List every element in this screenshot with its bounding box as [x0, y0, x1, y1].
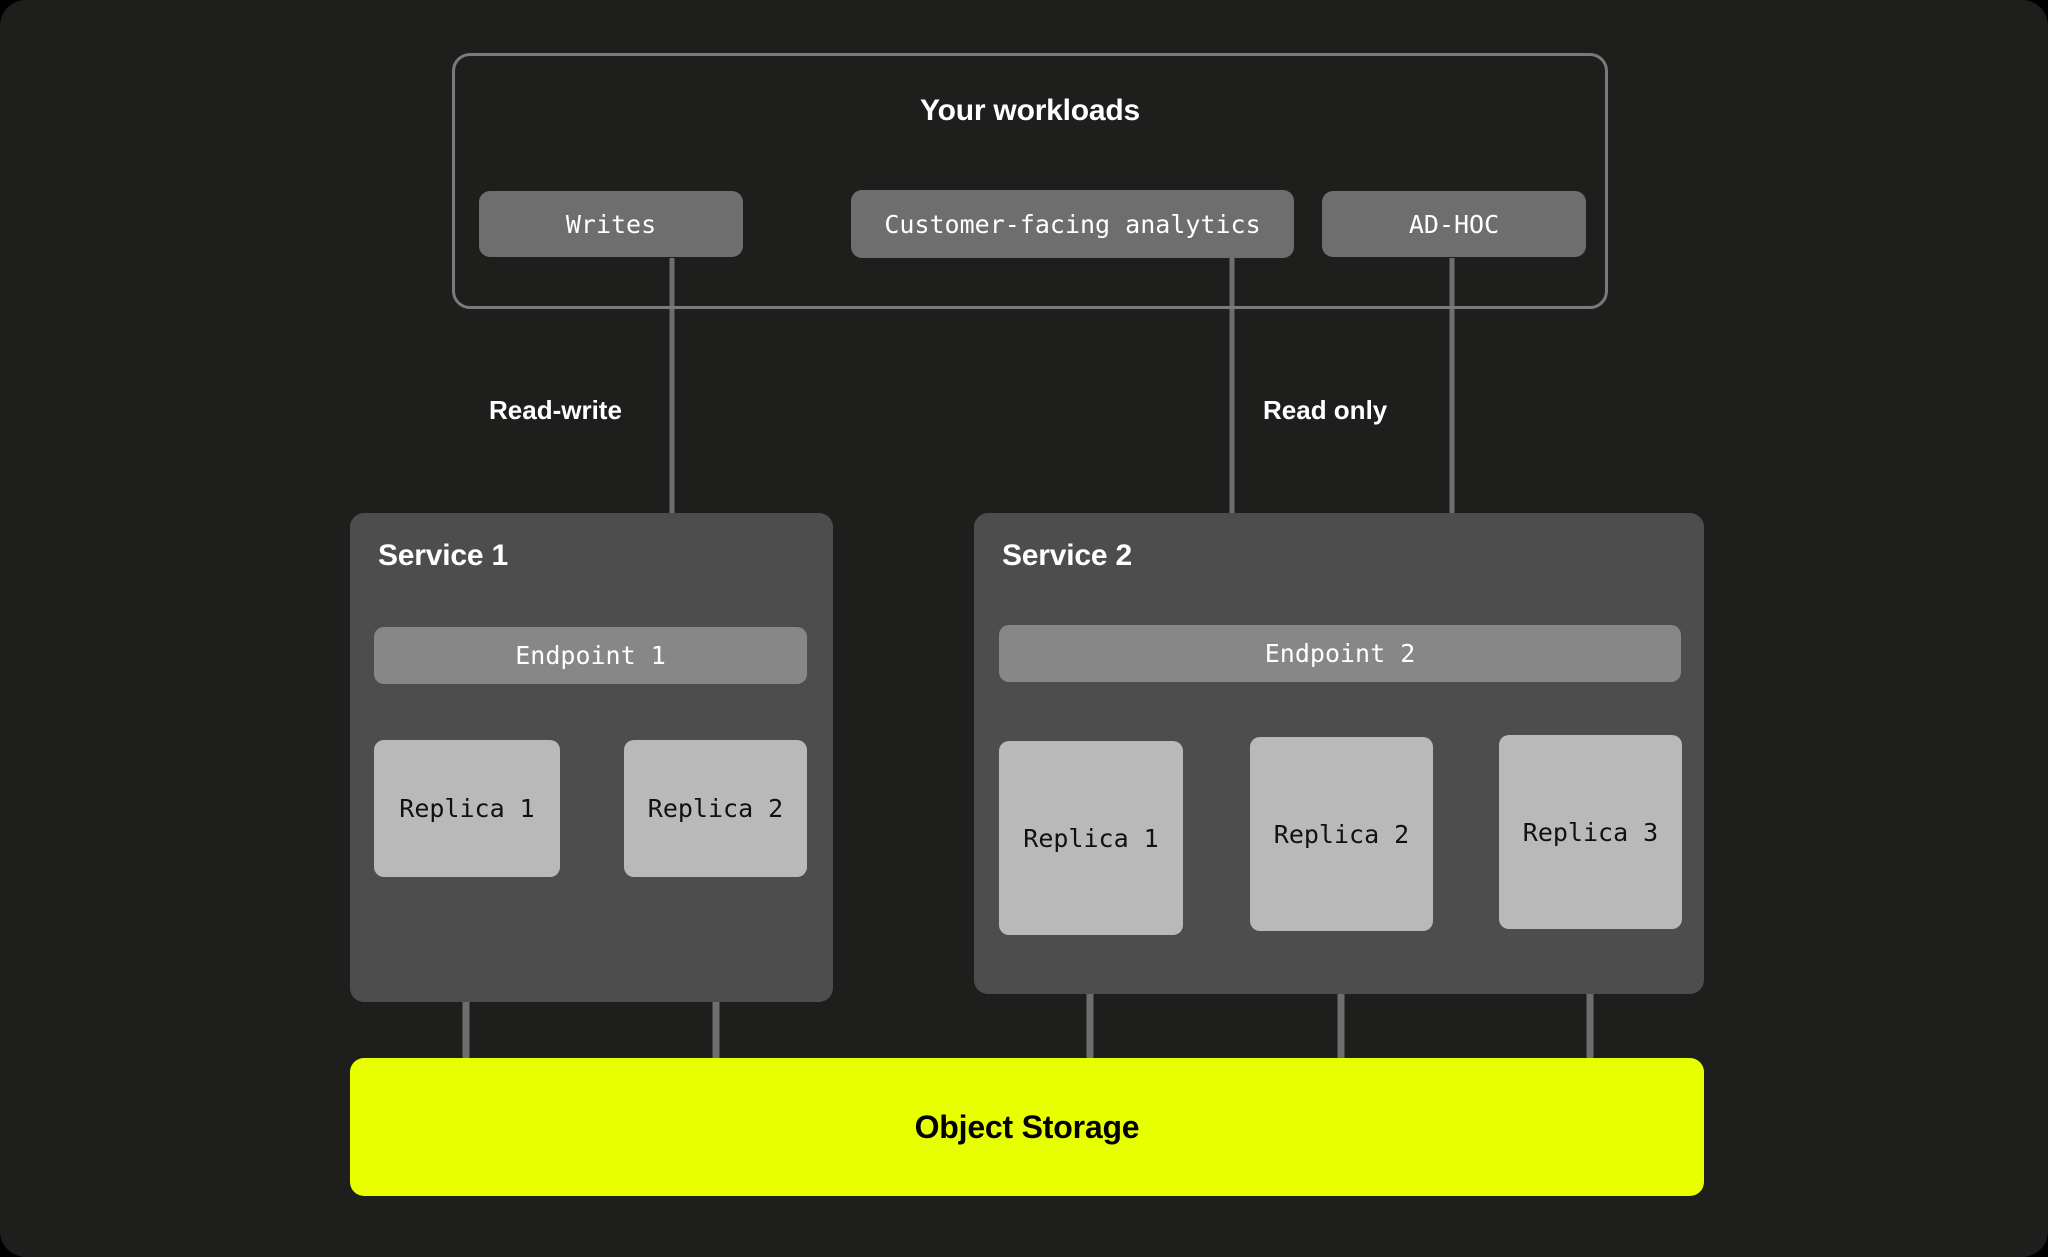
workloads-title: Your workloads — [919, 94, 1141, 127]
workload-chip-customer-facing-analytics[interactable]: Customer-facing analytics — [851, 190, 1294, 258]
workload-chip-writes[interactable]: Writes — [479, 191, 743, 257]
workloads-container: Your workloads — [452, 53, 1608, 309]
object-storage-bar[interactable]: Object Storage — [350, 1058, 1704, 1196]
service-2-replica-3[interactable]: Replica 3 — [1499, 735, 1682, 929]
workload-chip-ad-hoc[interactable]: AD-HOC — [1322, 191, 1586, 257]
service-1-replica-1[interactable]: Replica 1 — [374, 740, 560, 877]
service-box-1[interactable]: Service 1 Endpoint 1 Replica 1 Replica 2 — [350, 513, 833, 1002]
service-box-2[interactable]: Service 2 Endpoint 2 Replica 1 Replica 2… — [974, 513, 1704, 994]
service-2-title: Service 2 — [1002, 539, 1132, 572]
edge-label-read-write: Read-write — [489, 395, 622, 425]
service-2-replica-2[interactable]: Replica 2 — [1250, 737, 1433, 931]
service-1-title: Service 1 — [378, 539, 508, 572]
endpoint-1[interactable]: Endpoint 1 — [374, 627, 807, 684]
service-2-replica-1[interactable]: Replica 1 — [999, 741, 1183, 935]
service-1-replica-2[interactable]: Replica 2 — [624, 740, 807, 877]
endpoint-2[interactable]: Endpoint 2 — [999, 625, 1681, 682]
edge-label-read-only: Read only — [1263, 395, 1388, 425]
